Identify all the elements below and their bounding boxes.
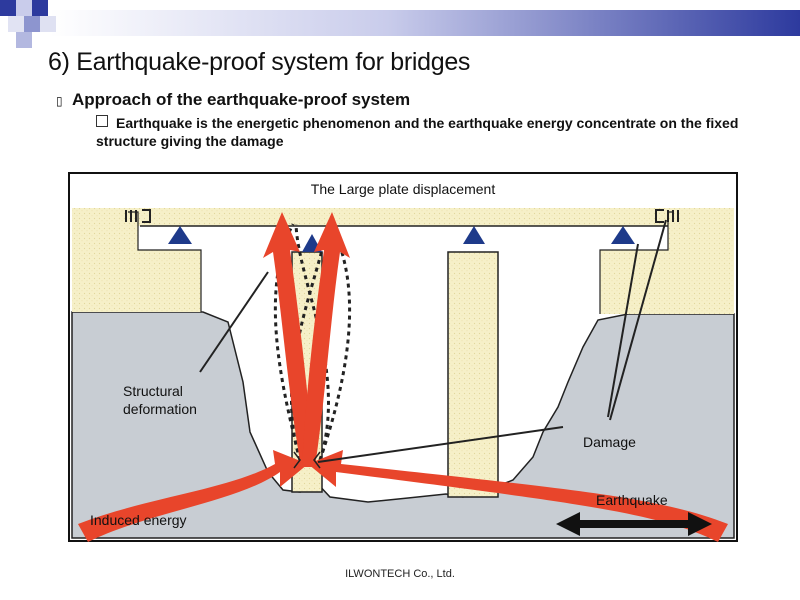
bullet-level1-text: Approach of the earthquake-proof system (72, 90, 411, 109)
bridge-deck (128, 208, 673, 226)
header-square (40, 16, 56, 32)
header-gradient-bar (50, 10, 800, 36)
bridge-earthquake-diagram: The Large plate displacement Structural … (68, 172, 738, 542)
bullet-marker: ▯ (56, 94, 63, 108)
leader-structural (199, 271, 269, 373)
leader-damage-2 (607, 243, 639, 418)
earthquake-double-arrow-icon (556, 512, 712, 536)
label-structural-line2: deformation (123, 401, 197, 417)
header-square (8, 16, 24, 32)
bearing-triangle (611, 226, 635, 244)
label-large-plate-displacement: The Large plate displacement (311, 181, 496, 197)
bullet-level2: Earthquake is the energetic phenomenon a… (96, 114, 776, 150)
header-decoration (0, 0, 800, 48)
bullet-level1: ▯ Approach of the earthquake-proof system (56, 90, 410, 110)
right-seat-outline (599, 211, 673, 314)
damage-mark (293, 451, 321, 469)
right-abutment (600, 208, 734, 314)
bearing-triangle (463, 226, 485, 244)
left-expansion-joint (125, 209, 151, 223)
header-square (32, 0, 48, 16)
label-structural-line1: Structural (123, 383, 183, 399)
label-earthquake: Earthquake (596, 492, 668, 508)
header-square (16, 0, 32, 16)
header-square (0, 0, 16, 16)
footer-company: ILWONTECH Co., Ltd. (345, 568, 455, 580)
label-damage: Damage (583, 434, 636, 450)
bearing-triangle (168, 226, 192, 244)
slide-title: 6) Earthquake-proof system for bridges (48, 48, 471, 76)
left-abutment (72, 208, 201, 312)
bullet-square-marker (96, 115, 108, 127)
free-pier (447, 251, 499, 498)
leader-damage-1 (317, 426, 564, 463)
label-structural-deformation: Structural deformation (123, 383, 197, 417)
right-expansion-joint (655, 209, 679, 223)
header-square (16, 32, 32, 48)
leader-damage-3 (609, 219, 667, 421)
left-seat-outline (128, 211, 202, 312)
header-square (24, 16, 40, 32)
induced-energy-arrows (78, 212, 728, 542)
label-induced-energy: Induced energy (90, 512, 187, 528)
bullet-level2-text: Earthquake is the energetic phenomenon a… (96, 115, 739, 149)
